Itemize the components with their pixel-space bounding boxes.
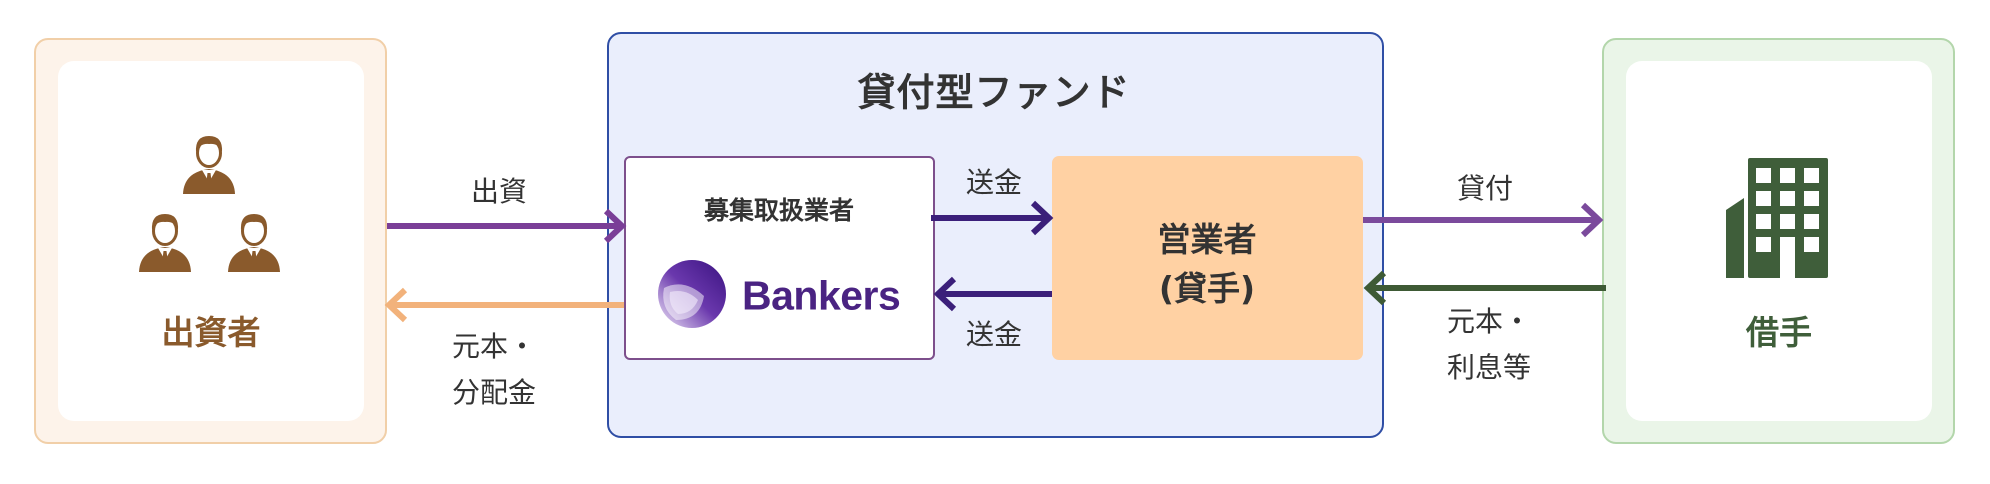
borrower-label: 借手 [1746, 313, 1812, 352]
investor-label: 出資者 [161, 313, 261, 352]
operator-label-line1: 営業者 [1157, 220, 1257, 259]
recruiter-label: 募集取扱業者 [703, 196, 855, 225]
operator-card [1052, 156, 1363, 360]
people-group-icon [130, 130, 290, 276]
investment-label: 出資 [470, 175, 528, 208]
person-icon [228, 214, 280, 272]
bankers-logo-icon [658, 260, 726, 328]
distribution-label-line2: 分配金 [452, 376, 537, 409]
distribution-arrow [384, 287, 624, 323]
remit-to-operator-label: 送金 [965, 166, 1023, 199]
repayment-arrow [1363, 270, 1606, 306]
person-icon [183, 136, 235, 194]
distribution-label-line1: 元本・ [452, 330, 537, 363]
bankers-logo-text: Bankers [742, 272, 901, 319]
investment-arrow [387, 208, 627, 244]
fund-title: 貸付型ファンド [857, 70, 1131, 115]
loan-arrow [1363, 202, 1604, 238]
remit-to-recruiter-label: 送金 [965, 318, 1023, 351]
building-icon [1726, 158, 1828, 278]
repayment-label-line1: 元本・ [1447, 305, 1532, 338]
operator-label-line2: (貸手) [1158, 269, 1256, 308]
person-icon [139, 214, 191, 272]
recruiter-card [624, 156, 935, 360]
investor-card [58, 61, 364, 421]
repayment-label-line2: 利息等 [1447, 351, 1532, 384]
loan-label: 貸付 [1456, 172, 1514, 205]
